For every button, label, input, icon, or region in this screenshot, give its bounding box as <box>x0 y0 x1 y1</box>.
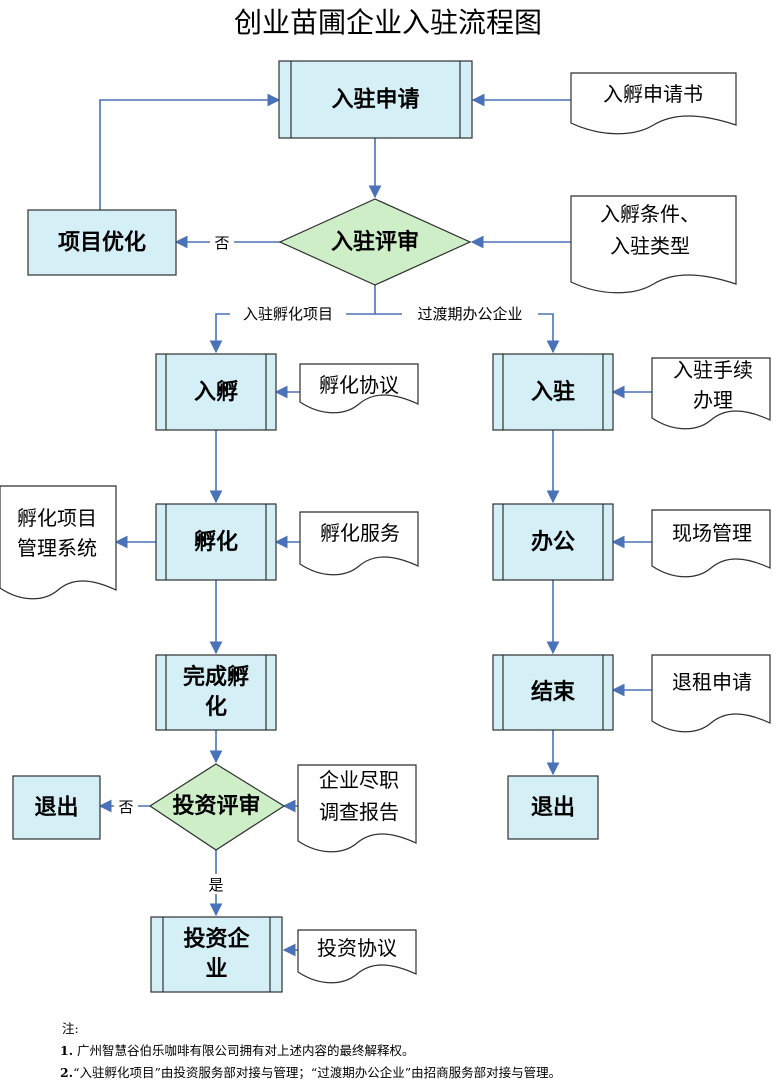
nodes-invest-review-line-1: 投资评审 <box>172 793 260 819</box>
notes: 注: 1. 广州智慧谷伯乐咖啡有限公司拥有对上述内容的最终解释权。 2.“入驻孵… <box>60 1021 561 1080</box>
documents-invest-agreement-line-1: 投资协议 <box>317 936 397 960</box>
nodes-incubate-line-1: 孵化 <box>194 529 238 555</box>
documents-settle-procedure-line-2: 办理 <box>693 388 733 412</box>
document-shape <box>297 764 417 853</box>
nodes-exit-right-label: 退出 <box>531 796 575 821</box>
doc-due-diligence: 企业尽职调查报告 <box>297 764 417 853</box>
documents-incubation-agreement-line-1: 孵化协议 <box>319 373 399 397</box>
box-exit-right: 退出 <box>507 775 599 840</box>
document-shape <box>0 485 117 600</box>
nodes-incubate-in-line-1: 入孵 <box>194 379 238 405</box>
documents-project-system-line-2: 管理系统 <box>17 536 97 560</box>
note-item-1: 1. 广州智慧谷伯乐咖啡有限公司拥有对上述内容的最终解释权。 <box>60 1043 415 1058</box>
doc-conditions: 入孵条件、入驻类型 <box>570 195 737 294</box>
documents-incubation-service-label: 孵化服务 <box>320 521 400 545</box>
nodes-end-label: 结束 <box>531 679 576 705</box>
process-end: 结束 <box>492 654 614 731</box>
nodes-review-label: 入驻评审 <box>331 229 419 255</box>
process-incubate-done: 完成孵化 <box>155 654 277 731</box>
box-optimize: 项目优化 <box>27 209 177 276</box>
doc-invest-agreement: 投资协议 <box>297 929 417 984</box>
edge-label-no-optimize: 否 <box>214 234 229 252</box>
documents-conditions-line-1: 入孵条件、 <box>600 202 700 226</box>
nodes-end-line-1: 结束 <box>531 679 576 705</box>
nodes-invest-ent-line-2: 业 <box>205 957 227 982</box>
documents-apply-doc-label: 入孵申请书 <box>603 82 703 106</box>
documents-project-system-line-1: 孵化项目 <box>17 506 97 530</box>
edge-label-transition-office: 过渡期办公企业 <box>417 305 522 323</box>
documents-site-management-line-1: 现场管理 <box>672 521 752 545</box>
documents-due-diligence-line-2: 调查报告 <box>319 800 399 824</box>
document-shape <box>651 357 771 430</box>
documents-incubation-service-line-1: 孵化服务 <box>320 521 400 545</box>
notes-heading: 注: <box>62 1021 79 1036</box>
process-incubate-in: 入孵 <box>155 353 277 431</box>
nodes-incubate-done-line-1: 完成孵 <box>183 664 249 690</box>
nodes-invest-review-label: 投资评审 <box>172 793 260 819</box>
process-invest-enterprise: 投资企业 <box>150 916 283 993</box>
documents-site-management-label: 现场管理 <box>672 521 752 545</box>
document-shape <box>299 511 419 576</box>
documents-settle-procedure-label: 入驻手续办理 <box>673 358 753 412</box>
doc-project-system: 孵化项目管理系统 <box>0 485 117 600</box>
nodes-incubate-in-label: 入孵 <box>194 379 238 405</box>
nodes-invest-ent-label: 投资企业 <box>183 926 250 982</box>
documents-lease-return-label: 退租申请 <box>672 670 752 694</box>
nodes-incubate-done-line-2: 化 <box>205 694 227 720</box>
nodes-optimize-label: 项目优化 <box>58 230 146 256</box>
edge-label-no-exit: 否 <box>118 798 133 816</box>
nodes-invest-ent-line-1: 投资企 <box>183 926 250 952</box>
document-shape <box>570 72 737 135</box>
arrow-optimize-to-apply <box>99 93 281 210</box>
documents-conditions-label: 入孵条件、入驻类型 <box>600 202 700 258</box>
nodes-settle-line-1: 入驻 <box>531 379 575 405</box>
document-shape <box>297 929 417 984</box>
edge-label-yes: 是 <box>208 876 223 894</box>
nodes-exit-left-line-1: 退出 <box>34 796 78 821</box>
decision-invest-review: 投资评审 <box>148 763 286 851</box>
nodes-incubate-done-label: 完成孵化 <box>183 664 249 720</box>
doc-incubation-service: 孵化服务 <box>299 511 419 576</box>
documents-apply-doc-line-1: 入孵申请书 <box>603 82 703 106</box>
note-item-2: 2.“入驻孵化项目”由投资服务部对接与管理；“过渡期办公企业”由招商服务部对接与… <box>60 1065 561 1080</box>
documents-conditions-line-2: 入驻类型 <box>610 234 690 258</box>
doc-lease-return: 退租申请 <box>651 654 771 733</box>
document-shape <box>570 195 737 294</box>
doc-site-management: 现场管理 <box>651 509 771 578</box>
document-shape <box>299 363 419 414</box>
nodes-apply-line-1: 入驻申请 <box>331 87 419 113</box>
doc-apply: 入孵申请书 <box>570 72 737 135</box>
decision-review: 入驻评审 <box>278 198 472 286</box>
process-incubate: 孵化 <box>155 503 277 581</box>
nodes-office-line-1: 办公 <box>531 530 575 555</box>
process-apply: 入驻申请 <box>278 60 473 139</box>
nodes-settle-label: 入驻 <box>531 379 575 405</box>
nodes-apply-label: 入驻申请 <box>331 87 419 113</box>
documents-lease-return-line-1: 退租申请 <box>672 670 752 694</box>
documents-project-system-label: 孵化项目管理系统 <box>17 506 97 560</box>
page-title: 创业苗圃企业入驻流程图 <box>234 6 542 39</box>
nodes-incubate-label: 孵化 <box>194 529 238 555</box>
documents-incubation-agreement-label: 孵化协议 <box>319 373 399 397</box>
documents-settle-procedure-line-1: 入驻手续 <box>673 358 753 382</box>
process-office: 办公 <box>492 503 614 581</box>
doc-settle-procedure: 入驻手续办理 <box>651 357 771 430</box>
documents-due-diligence-label: 企业尽职调查报告 <box>319 768 399 824</box>
nodes-exit-right-line-1: 退出 <box>531 796 575 821</box>
documents-due-diligence-line-1: 企业尽职 <box>319 768 399 792</box>
box-exit-left: 退出 <box>12 775 101 840</box>
document-shape <box>651 654 771 733</box>
doc-incubation-agreement: 孵化协议 <box>299 363 419 414</box>
edge-label-incubation-project: 入驻孵化项目 <box>243 305 333 323</box>
nodes-optimize-line-1: 项目优化 <box>58 230 146 256</box>
nodes-office-label: 办公 <box>531 530 575 555</box>
document-shape <box>651 509 771 578</box>
process-settle: 入驻 <box>492 353 614 431</box>
nodes-review-line-1: 入驻评审 <box>331 229 419 255</box>
nodes-exit-left-label: 退出 <box>34 796 78 821</box>
documents-invest-agreement-label: 投资协议 <box>317 936 397 960</box>
